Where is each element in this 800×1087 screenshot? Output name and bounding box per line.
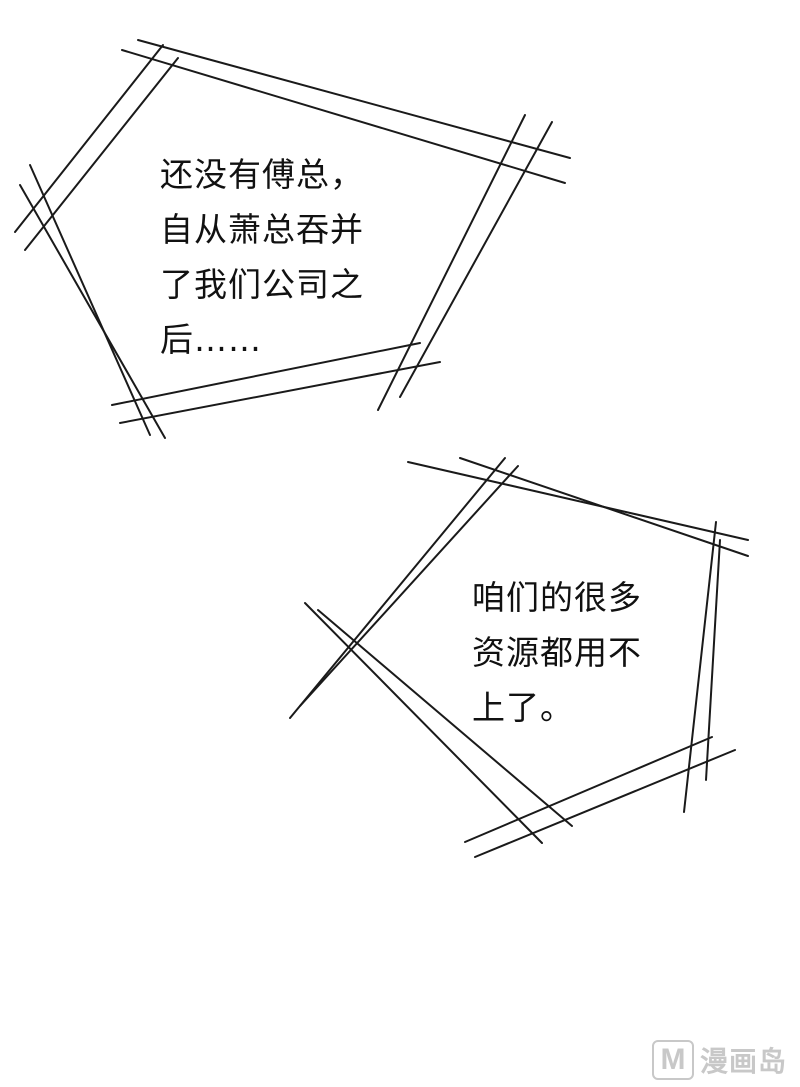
bubble-1-line-1: 还没有傅总， (160, 155, 364, 194)
bubble-1-line-2: 自从萧总吞并 (160, 210, 364, 249)
speech-bubble-2-text: 咱们的很多 资源都用不 上了。 (472, 570, 642, 735)
watermark-logo-icon: M (652, 1040, 694, 1080)
watermark: M 漫画岛 (652, 1040, 794, 1080)
watermark-text: 漫画岛 (700, 1045, 788, 1078)
bubble-2-line-3: 上了。 (472, 688, 574, 727)
bubble-2-line-1: 咱们的很多 (472, 578, 642, 617)
bubble-1-line-4: 后…… (160, 320, 262, 359)
bubble-2-line-2: 资源都用不 (472, 633, 642, 672)
speech-bubble-1-text: 还没有傅总， 自从萧总吞并 了我们公司之 后…… (160, 147, 364, 367)
bubble-1-line-3: 了我们公司之 (160, 265, 364, 304)
